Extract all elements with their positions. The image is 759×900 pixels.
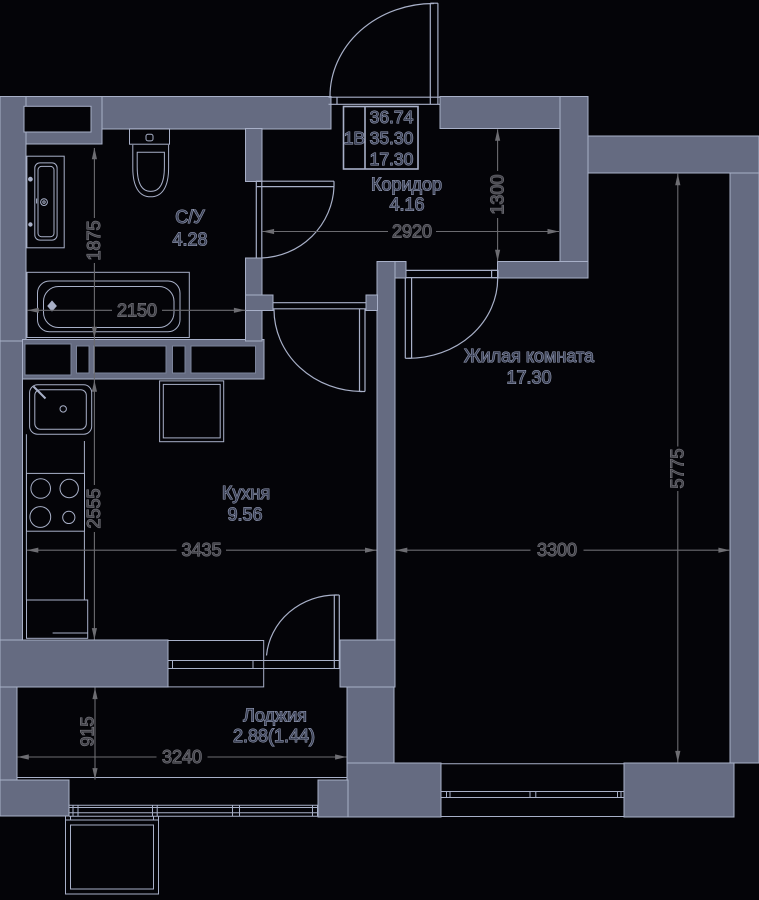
svg-text:4.16: 4.16: [389, 195, 424, 215]
svg-text:9.56: 9.56: [227, 505, 262, 525]
svg-text:2150: 2150: [117, 300, 157, 320]
svg-text:5775: 5775: [668, 448, 688, 488]
svg-text:4.28: 4.28: [172, 230, 207, 250]
svg-text:3300: 3300: [537, 540, 577, 560]
svg-text:17.30: 17.30: [506, 368, 551, 388]
svg-text:1300: 1300: [488, 175, 508, 215]
svg-text:Лоджия: Лоджия: [243, 706, 307, 726]
svg-text:1В: 1В: [344, 128, 365, 148]
svg-text:Жилая комната: Жилая комната: [464, 346, 595, 366]
svg-text:35.30: 35.30: [370, 128, 414, 148]
svg-text:Кухня: Кухня: [222, 483, 270, 503]
svg-text:3240: 3240: [162, 747, 202, 767]
svg-text:2920: 2920: [392, 222, 432, 242]
svg-text:2.88(1.44): 2.88(1.44): [233, 726, 315, 746]
svg-text:2555: 2555: [84, 488, 104, 528]
svg-text:915: 915: [78, 716, 98, 746]
svg-text:Коридор: Коридор: [371, 175, 442, 195]
svg-text:17.30: 17.30: [370, 149, 414, 169]
svg-text:3435: 3435: [181, 540, 221, 560]
svg-text:С/У: С/У: [175, 207, 205, 227]
svg-text:36.74: 36.74: [370, 107, 414, 127]
svg-text:1875: 1875: [84, 220, 104, 260]
